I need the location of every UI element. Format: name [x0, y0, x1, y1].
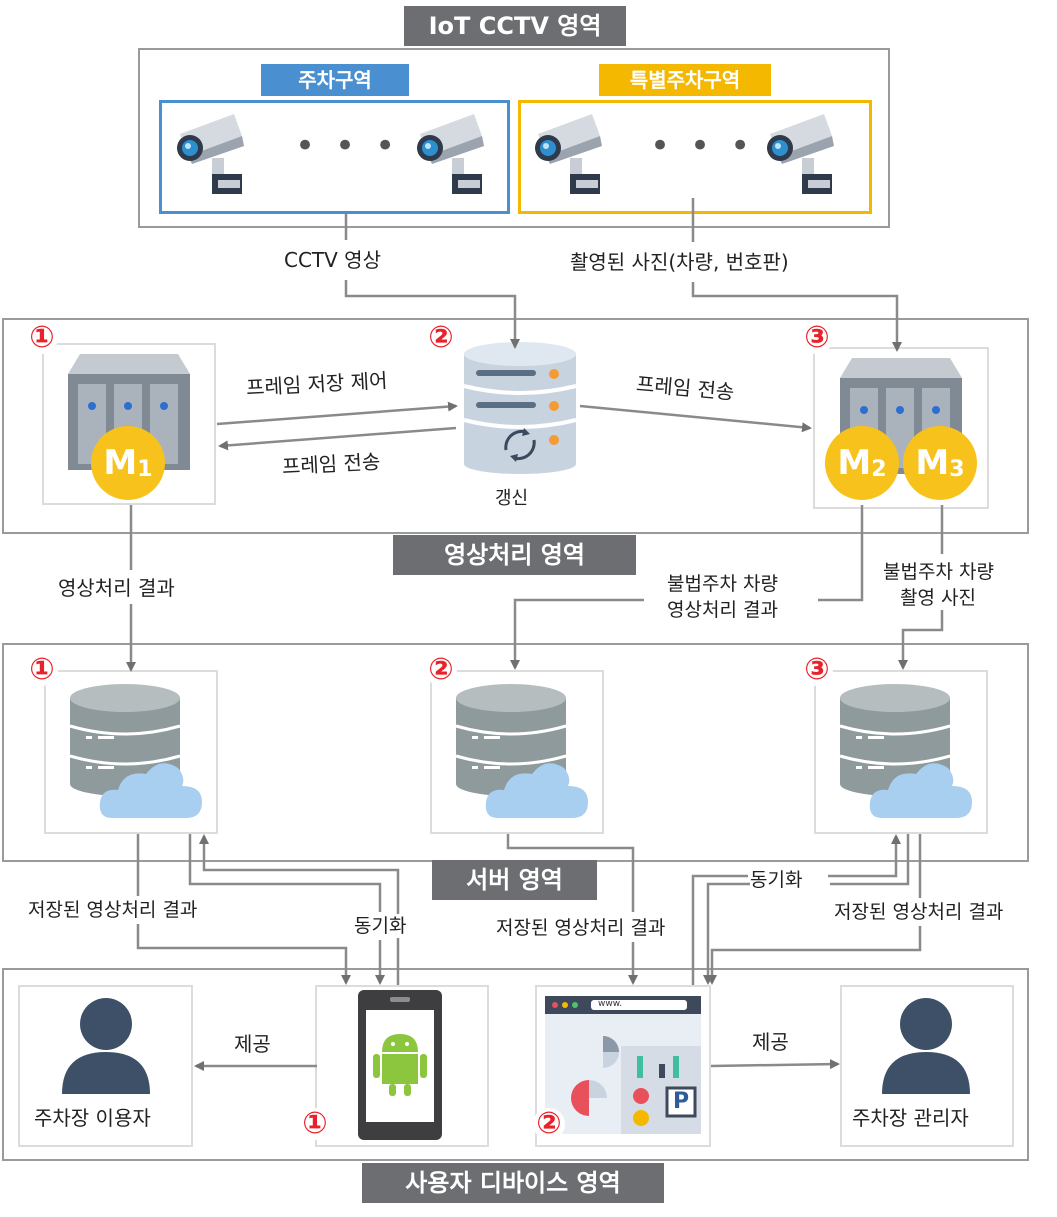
- parking-zone-label: 주차구역: [261, 64, 409, 96]
- person-icon: [62, 998, 150, 1094]
- camera-ellipsis: •••: [650, 126, 771, 166]
- captured-photo-label: 촬영된 사진(차량, 번호판): [570, 250, 789, 274]
- module-badge-m2: M2: [825, 426, 899, 500]
- android-phone-icon: [358, 990, 442, 1140]
- number-2-device: ②: [533, 1108, 565, 1140]
- stored-result-right-label: 저장된 영상처리 결과: [834, 900, 1004, 924]
- sync-right-label: 동기화: [750, 868, 803, 892]
- stored-result-left-label: 저장된 영상처리 결과: [28, 898, 198, 922]
- module-badge-m3: M3: [903, 426, 977, 500]
- camera-ellipsis: •••: [295, 126, 416, 166]
- illegal-result-label-2: 영상처리 결과: [667, 598, 778, 622]
- number-3-server: ③: [801, 654, 833, 686]
- frame-transfer-left-label: 프레임 전송: [281, 449, 381, 479]
- number-1-processing: ①: [26, 322, 58, 354]
- web-dashboard-icon: [545, 996, 701, 1134]
- browser-url: www.: [598, 999, 623, 1009]
- processing-region-label: 영상처리 영역: [393, 535, 636, 575]
- number-3-processing: ③: [801, 322, 833, 354]
- cctv-camera-icon: [417, 114, 484, 194]
- cctv-video-label: CCTV 영상: [284, 248, 381, 272]
- update-label: 갱신: [495, 487, 529, 511]
- illegal-photo-label-2: 촬영 사진: [900, 586, 976, 610]
- number-1-device: ①: [299, 1108, 331, 1140]
- database-icon: [463, 342, 577, 474]
- device-region-label: 사용자 디바이스 영역: [362, 1163, 664, 1203]
- cloud-database-icon: [455, 684, 588, 818]
- parking-sign-icon: P: [672, 1089, 690, 1114]
- cloud-database-icon: [839, 684, 972, 818]
- iot-region-label: IoT CCTV 영역: [404, 6, 626, 46]
- number-2-server: ②: [425, 654, 457, 686]
- person-icon: [882, 998, 970, 1094]
- number-2-processing: ②: [425, 322, 457, 354]
- processing-result-label: 영상처리 결과: [58, 576, 175, 600]
- number-1-server: ①: [26, 654, 58, 686]
- cloud-database-icon: [69, 684, 202, 818]
- provide-right-label: 제공: [752, 1030, 789, 1054]
- cctv-camera-icon: [767, 114, 834, 194]
- parking-user-label: 주차장 이용자: [34, 1106, 151, 1130]
- cctv-camera-icon: [177, 114, 244, 194]
- illegal-result-label-1: 불법주차 차량: [667, 572, 778, 596]
- sync-left-label: 동기화: [354, 914, 407, 938]
- special-parking-zone-label: 특별주차구역: [599, 64, 771, 96]
- stored-result-mid-label: 저장된 영상처리 결과: [496, 916, 666, 940]
- parking-admin-label: 주차장 관리자: [852, 1106, 969, 1130]
- illegal-photo-label-1: 불법주차 차량: [883, 560, 994, 584]
- provide-left-label: 제공: [234, 1032, 271, 1056]
- module-badge-m1: M1: [91, 426, 165, 500]
- cctv-camera-icon: [535, 114, 602, 194]
- server-region-label: 서버 영역: [432, 860, 597, 900]
